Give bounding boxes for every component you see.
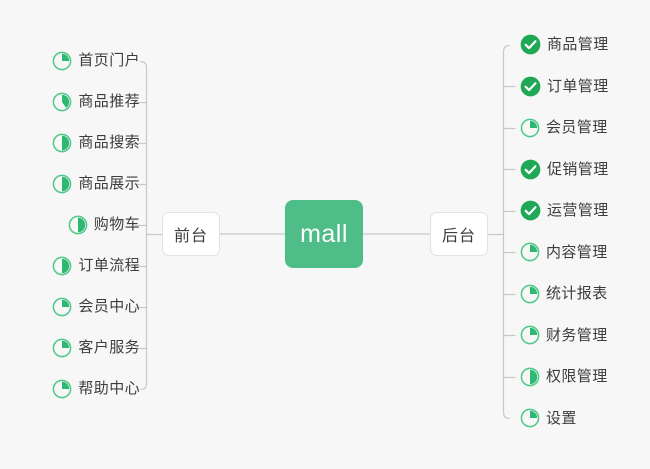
leaf-node-label: 商品管理: [547, 36, 609, 54]
pie-progress-icon: [53, 174, 72, 193]
leaf-node[interactable]: 内容管理: [520, 232, 608, 274]
leaf-node-label: 订单流程: [78, 257, 140, 274]
leaf-node-label: 会员中心: [78, 298, 140, 315]
leaf-node-label: 内容管理: [546, 243, 608, 261]
branch-spine: [502, 44, 510, 420]
leaf-node-label: 财务管理: [546, 326, 608, 344]
leaf-node-label: 统计报表: [546, 285, 608, 303]
node-front-office-label: 前台: [173, 228, 208, 245]
leaf-node-label: 商品搜索: [78, 134, 140, 151]
branch-left: 首页门户商品推荐商品搜索商品展示购物车订单流程会员中心客户服务帮助中心: [0, 40, 140, 409]
pie-progress-icon: [520, 367, 540, 387]
leaf-node[interactable]: 权限管理: [520, 356, 608, 398]
leaf-node[interactable]: 商品管理: [520, 24, 609, 66]
branch-right: 商品管理订单管理会员管理促销管理运营管理内容管理统计报表财务管理权限管理设置: [520, 24, 650, 439]
pie-progress-icon: [68, 215, 88, 234]
leaf-node-label: 设置: [546, 409, 577, 427]
pie-progress-icon: [520, 118, 540, 138]
leaf-node[interactable]: 订单流程: [52, 245, 140, 286]
node-root-mall[interactable]: mall: [285, 200, 363, 268]
leaf-node-label: 帮助中心: [78, 380, 140, 397]
leaf-node-label: 首页门户: [78, 52, 140, 69]
check-circle-icon: [520, 200, 541, 221]
leaf-node-label: 会员管理: [546, 119, 608, 137]
leaf-node-label: 订单管理: [547, 77, 609, 95]
leaf-node[interactable]: 促销管理: [520, 149, 609, 191]
leaf-node[interactable]: 帮助中心: [52, 368, 140, 409]
branch-spine: [140, 60, 148, 391]
pie-progress-icon: [53, 51, 72, 70]
pie-progress-icon: [53, 379, 72, 398]
leaf-node-label: 购物车: [93, 216, 140, 233]
leaf-node[interactable]: 设置: [520, 398, 577, 440]
leaf-node[interactable]: 会员管理: [520, 107, 608, 149]
leaf-node-label: 客户服务: [78, 339, 140, 356]
check-circle-icon: [520, 34, 541, 55]
leaf-node-label: 商品推荐: [78, 93, 140, 110]
node-front-office[interactable]: 前台: [162, 212, 220, 256]
leaf-node[interactable]: 首页门户: [52, 40, 140, 81]
leaf-node-label: 商品展示: [78, 175, 140, 192]
leaf-node-label: 运营管理: [547, 202, 609, 220]
pie-progress-icon: [53, 338, 72, 357]
leaf-node[interactable]: 订单管理: [520, 66, 609, 108]
pie-progress-icon: [53, 92, 72, 111]
node-root-mall-label: mall: [300, 219, 348, 248]
leaf-node[interactable]: 财务管理: [520, 315, 608, 357]
leaf-node[interactable]: 客户服务: [52, 327, 140, 368]
pie-progress-icon: [520, 242, 540, 262]
node-back-office[interactable]: 后台: [430, 212, 488, 256]
leaf-node[interactable]: 统计报表: [520, 273, 608, 315]
leaf-node[interactable]: 会员中心: [52, 286, 140, 327]
pie-progress-icon: [520, 284, 540, 304]
pie-progress-icon: [520, 408, 540, 428]
pie-progress-icon: [53, 297, 72, 316]
check-circle-icon: [520, 159, 541, 180]
leaf-node-label: 促销管理: [547, 160, 609, 178]
check-circle-icon: [520, 76, 541, 97]
pie-progress-icon: [53, 256, 72, 275]
pie-progress-icon: [520, 325, 540, 345]
leaf-node[interactable]: 运营管理: [520, 190, 609, 232]
leaf-node[interactable]: 商品推荐: [52, 81, 140, 122]
leaf-node[interactable]: 购物车: [68, 204, 140, 245]
node-back-office-label: 后台: [441, 228, 476, 245]
leaf-node[interactable]: 商品展示: [52, 163, 140, 204]
leaf-node[interactable]: 商品搜索: [52, 122, 140, 163]
pie-progress-icon: [53, 133, 72, 152]
leaf-node-label: 权限管理: [546, 368, 608, 386]
